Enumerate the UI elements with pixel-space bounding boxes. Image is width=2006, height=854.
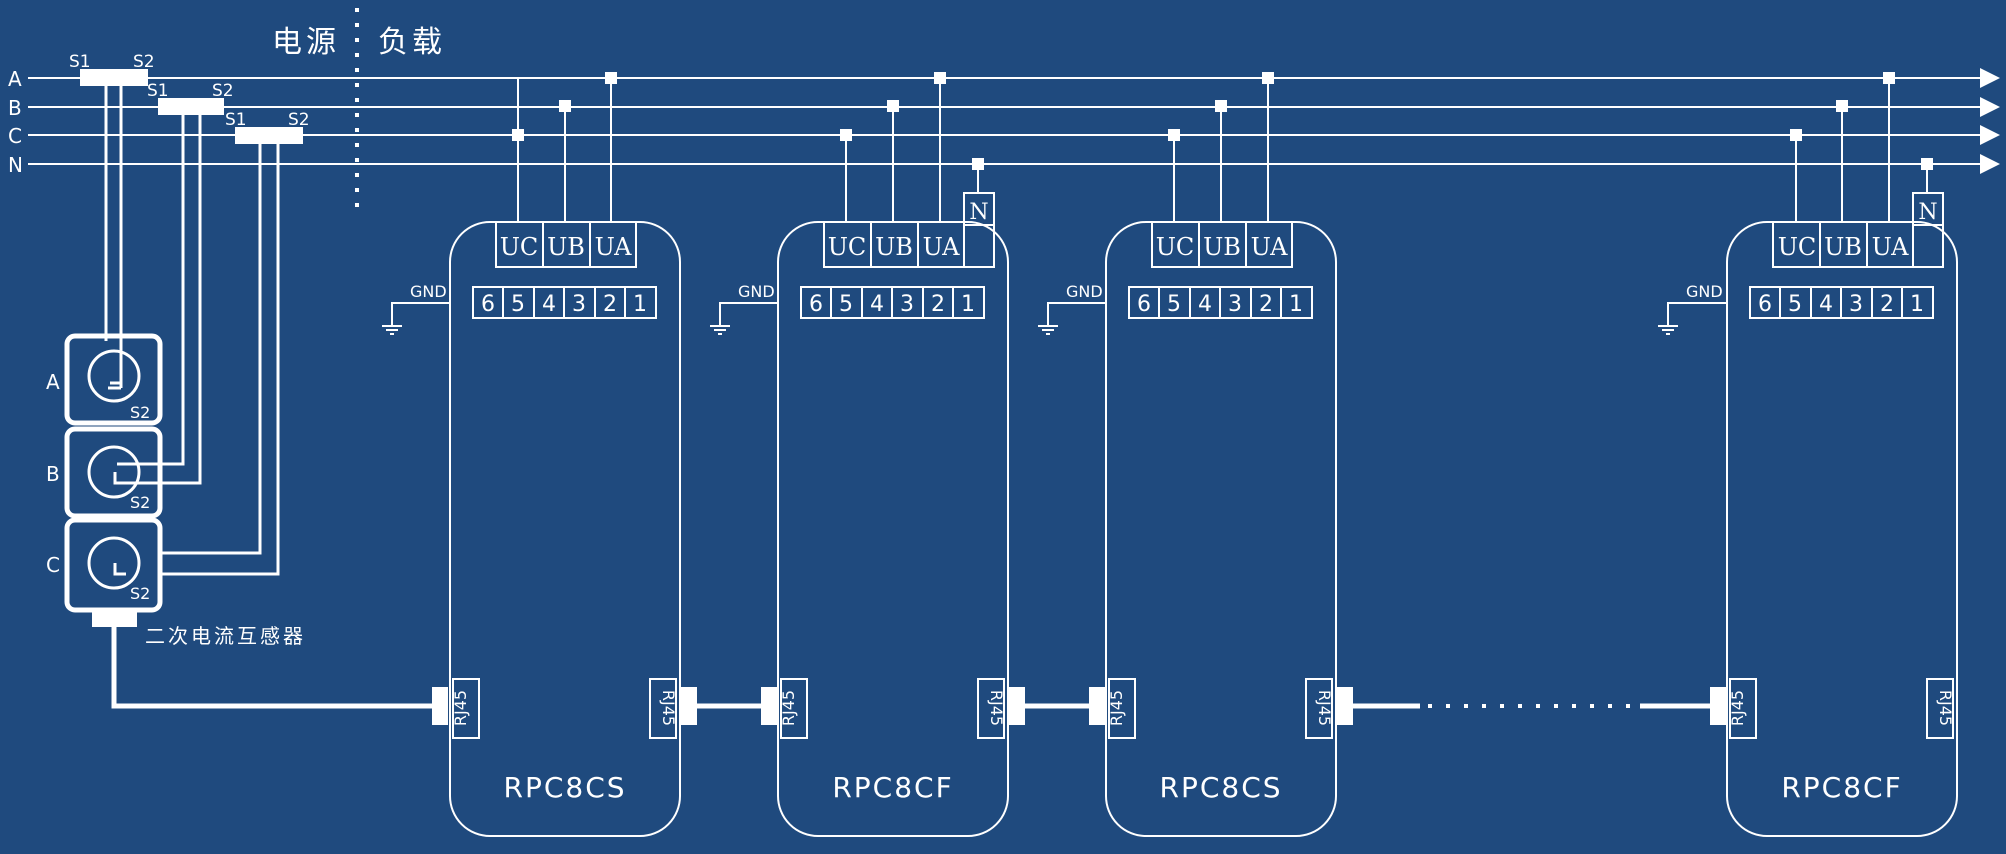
ct-b-s1-label: S1 — [147, 81, 169, 101]
ct-b-s2-label: S2 — [212, 81, 234, 101]
ct-rj45-plug — [92, 610, 137, 627]
device-1-ub: UB — [547, 233, 585, 261]
device-1-ua: UA — [595, 233, 632, 261]
ct-clamp-c — [235, 127, 303, 144]
device-2-ct-2: 2 — [931, 292, 945, 317]
ct-c-s2-label: S2 — [288, 110, 310, 130]
ct-cable-plug — [432, 687, 448, 725]
bus-lines — [28, 68, 2000, 174]
ct-phase-a-label: A — [46, 370, 60, 394]
bus-label-b: B — [8, 96, 22, 120]
device-1-model: RPC8CS — [503, 771, 626, 804]
device-4 — [1658, 72, 1958, 837]
device-1-ct-6: 6 — [481, 292, 495, 317]
device-1-ct-2: 2 — [603, 292, 617, 317]
device-2-ct-5: 5 — [839, 292, 853, 317]
rj45-cable-3-4 — [1337, 687, 1726, 725]
ct-a-s2-label: S2 — [133, 52, 155, 72]
load-label: 负载 — [378, 25, 446, 60]
ct-rj45-cable — [111, 627, 435, 709]
device-1-ct-3: 3 — [572, 292, 586, 317]
device-4-rj45-in: RJ45 — [1728, 690, 1747, 726]
source-label: 电源 — [272, 25, 340, 60]
device-2-ub: UB — [875, 233, 913, 261]
device-3-ct-1: 1 — [1289, 292, 1303, 317]
device-4-ub: UB — [1824, 233, 1862, 261]
device-1-rj45-in: RJ45 — [451, 690, 470, 726]
device-2-ct-6: 6 — [809, 292, 823, 317]
device-3-ua: UA — [1251, 233, 1288, 261]
device-2-uc: UC — [828, 233, 867, 261]
device-3-ub: UB — [1203, 233, 1241, 261]
ct-phase-b-label: B — [46, 462, 60, 486]
device-4-ua: UA — [1872, 233, 1909, 261]
ct-a-s1-label: S1 — [69, 52, 91, 72]
bus-a-arrow-icon — [1980, 68, 2000, 88]
ct-caption: 二次电流互感器 — [145, 624, 306, 648]
device-4-n: N — [1918, 200, 1937, 225]
ct-c-s1-label: S1 — [225, 110, 247, 130]
ct-unit-b — [64, 426, 163, 519]
ct-clamp-a — [80, 69, 148, 86]
device-2-gnd: GND — [738, 282, 775, 301]
device-4-ct-2: 2 — [1880, 292, 1894, 317]
device-4-rj45-out: RJ45 — [1936, 690, 1955, 726]
device-4-uc: UC — [1778, 233, 1817, 261]
device-4-ct-4: 4 — [1819, 292, 1833, 317]
device-3-rj45-out: RJ45 — [1315, 690, 1334, 726]
bus-n-arrow-icon — [1980, 154, 2000, 174]
ct-phase-c-label: C — [46, 553, 60, 577]
rj45-cable-2-3 — [1009, 687, 1105, 725]
ct-c-s2-terminal: S2 — [130, 584, 150, 603]
bus-label-a: A — [8, 67, 22, 91]
bus-label-n: N — [8, 153, 23, 177]
device-2-rj45-out: RJ45 — [987, 690, 1006, 726]
device-3-rj45-in: RJ45 — [1107, 690, 1126, 726]
device-1 — [382, 72, 681, 837]
device-1-rj45-out: RJ45 — [659, 690, 678, 726]
device-2-ct-1: 1 — [961, 292, 975, 317]
device-2-ua: UA — [923, 233, 960, 261]
device-3-ct-6: 6 — [1137, 292, 1151, 317]
rj45-cable-1-2 — [681, 687, 777, 725]
device-3-ct-4: 4 — [1198, 292, 1212, 317]
device-1-gnd: GND — [410, 282, 447, 301]
device-3-gnd: GND — [1066, 282, 1103, 301]
device-3-model: RPC8CS — [1159, 771, 1282, 804]
device-2-n: N — [969, 200, 988, 225]
device-3-ct-2: 2 — [1259, 292, 1273, 317]
device-2-ct-3: 3 — [900, 292, 914, 317]
device-2-rj45-in: RJ45 — [779, 690, 798, 726]
device-4-ct-5: 5 — [1788, 292, 1802, 317]
device-1-ct-1: 1 — [633, 292, 647, 317]
ct-unit-a — [64, 333, 163, 426]
device-1-uc: UC — [500, 233, 539, 261]
device-2-model: RPC8CF — [832, 771, 953, 804]
device-1-ct-5: 5 — [511, 292, 525, 317]
device-2-ct-4: 4 — [870, 292, 884, 317]
device-3 — [1038, 72, 1337, 837]
device-3-ct-5: 5 — [1167, 292, 1181, 317]
device-4-ct-1: 1 — [1910, 292, 1924, 317]
device-2 — [710, 72, 1009, 837]
device-4-model: RPC8CF — [1781, 771, 1902, 804]
device-4-ct-3: 3 — [1849, 292, 1863, 317]
ct-a-s2-terminal: S2 — [130, 403, 150, 422]
bus-label-c: C — [8, 124, 22, 148]
ct-b-s2-terminal: S2 — [130, 493, 150, 512]
bus-c-arrow-icon — [1980, 125, 2000, 145]
device-1-ct-4: 4 — [542, 292, 556, 317]
device-4-gnd: GND — [1686, 282, 1723, 301]
device-3-ct-3: 3 — [1228, 292, 1242, 317]
ct-clamp-b — [158, 98, 224, 115]
device-4-ct-6: 6 — [1758, 292, 1772, 317]
device-3-uc: UC — [1156, 233, 1195, 261]
bus-b-arrow-icon — [1980, 97, 2000, 117]
